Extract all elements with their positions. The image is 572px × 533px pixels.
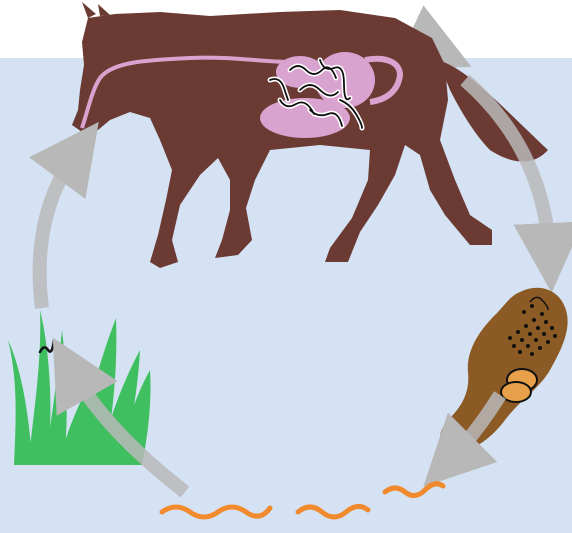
lifecycle-diagram-canvas [0,0,572,533]
lifecycle-diagram [0,0,572,533]
